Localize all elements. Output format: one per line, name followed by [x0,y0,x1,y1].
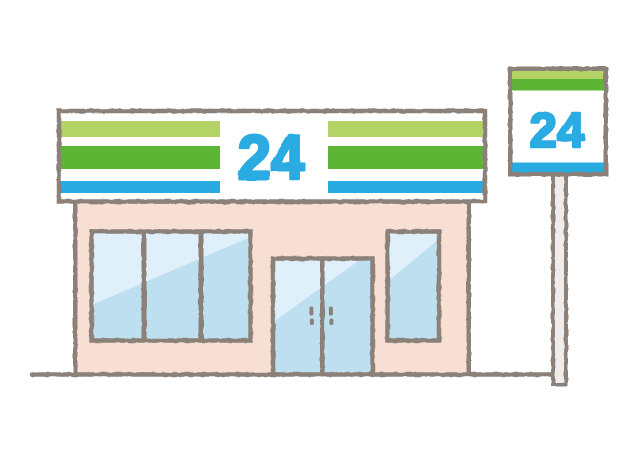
svg-text:24: 24 [238,123,305,194]
svg-text:24: 24 [530,103,585,158]
